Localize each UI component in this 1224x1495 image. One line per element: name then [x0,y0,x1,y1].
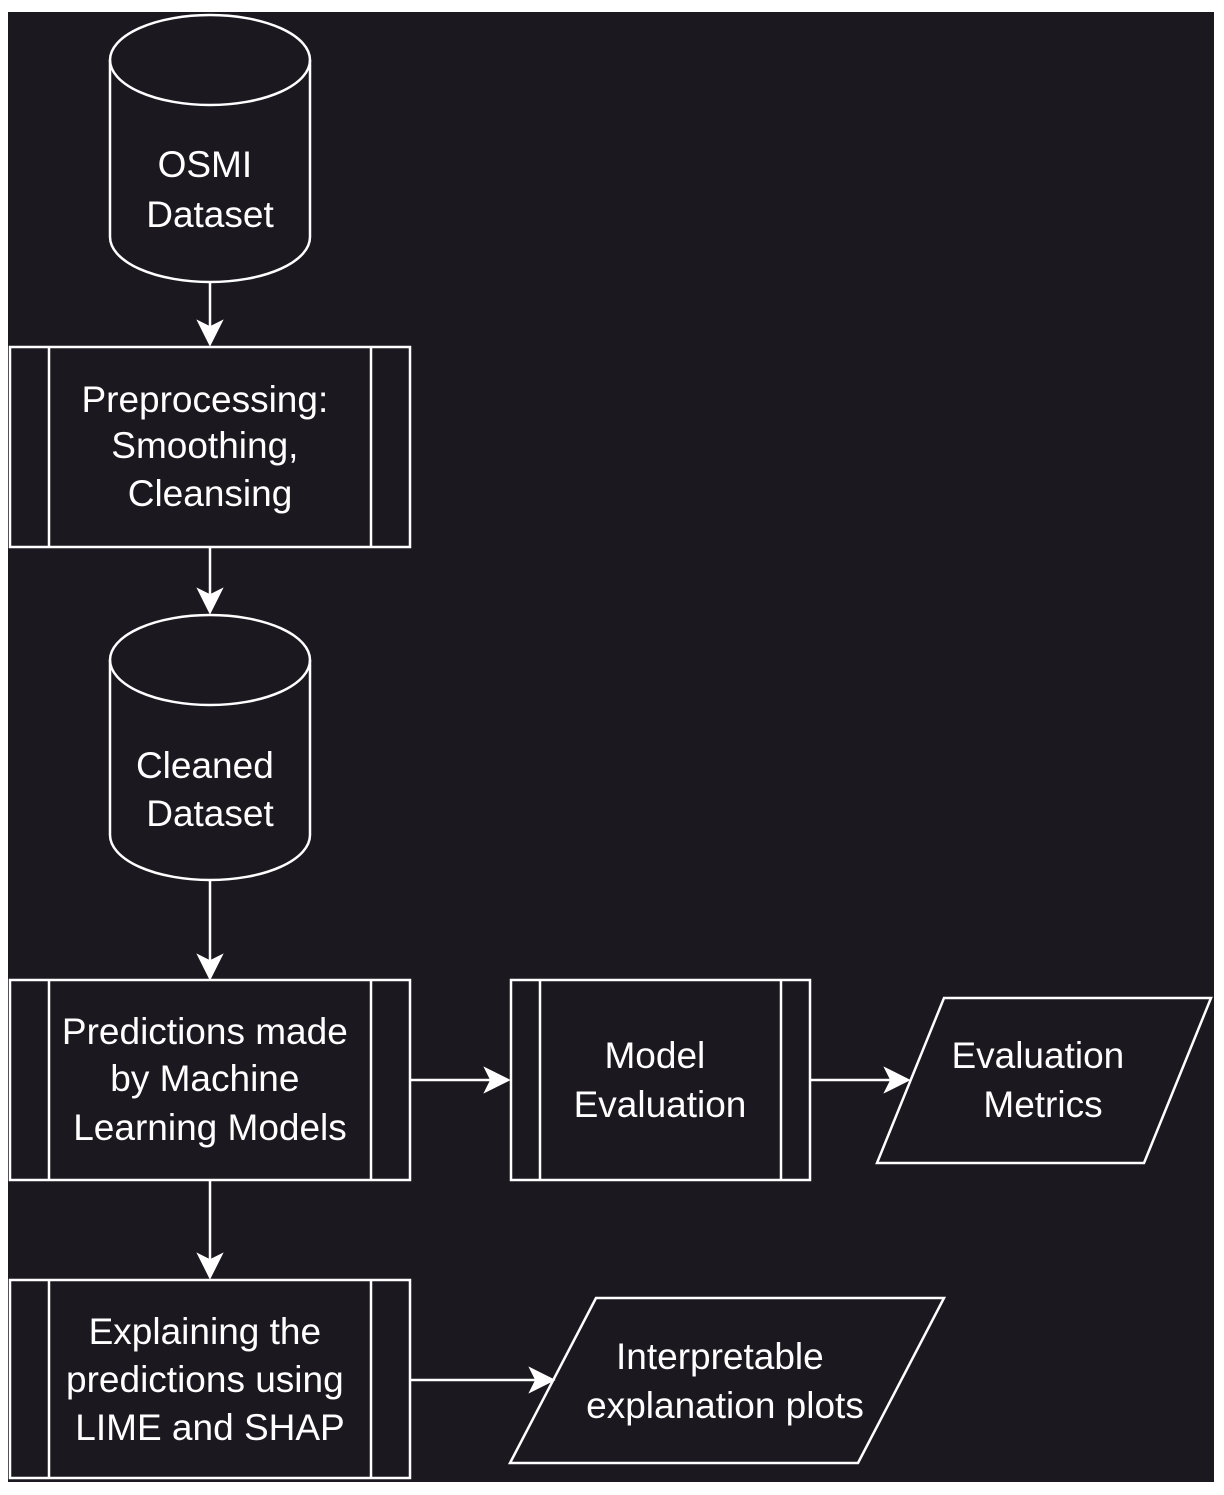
cleaned-dataset-cylinder-shape [108,613,312,882]
node-model-evaluation: Model Evaluation [509,978,812,1182]
cleaned-dataset-cylinder-rim [108,659,312,707]
osmi-dataset-label: OSMI Dataset [146,144,274,235]
preprocessing-label-line: Smoothing, [111,425,298,466]
cleaned-dataset-label-line: Cleaned [136,745,274,786]
evaluation-metrics-label-line: Evaluation [951,1035,1124,1076]
node-preprocessing: Preprocessing: Smoothing, Cleansing [8,345,412,549]
model-evaluation-label-line: Model [604,1035,705,1076]
interpretable-plots-label: Interpretable explanation plots [586,1336,864,1426]
edge-predictions-to-model-evaluation [411,1066,511,1094]
edge-osmi-to-preprocessing [196,282,224,347]
node-cleaned-dataset: Cleaned Dataset [108,613,312,882]
interpretable-plots-label-line: Interpretable [616,1336,824,1377]
interpretable-plots-label-line: explanation plots [586,1385,864,1426]
explaining-label: Explaining the predictions using LIME an… [66,1311,354,1448]
preprocessing-label: Preprocessing: Smoothing, Cleansing [81,379,338,514]
predictions-label-line: Learning Models [73,1107,347,1148]
evaluation-metrics-parallelogram [875,996,1213,1165]
explaining-label-line: Explaining the [89,1311,321,1352]
edge-predictions-to-explaining [196,1180,224,1280]
predictions-label-line: Predictions made [62,1011,348,1052]
evaluation-metrics-label-line: Metrics [983,1084,1102,1125]
osmi-dataset-label-line: Dataset [146,194,274,235]
edge-preprocessing-to-cleaned [196,548,224,615]
cleaned-dataset-label: Cleaned Dataset [136,745,284,834]
edge-cleaned-to-predictions [196,880,224,981]
node-explaining: Explaining the predictions using LIME an… [8,1278,412,1480]
edges [196,282,911,1394]
predictions-label: Predictions made by Machine Learning Mod… [62,1011,358,1148]
node-predictions: Predictions made by Machine Learning Mod… [8,978,412,1182]
predictions-box [8,978,412,1182]
model-evaluation-label: Model Evaluation [574,1035,747,1125]
model-evaluation-box [509,978,812,1182]
interpretable-plots-parallelogram [507,1296,947,1465]
preprocessing-label-line: Cleansing [128,473,293,514]
predictions-label-line: by Machine [110,1058,299,1099]
evaluation-metrics-label: Evaluation Metrics [951,1035,1134,1125]
node-evaluation-metrics: Evaluation Metrics [875,996,1213,1165]
node-osmi-dataset: OSMI Dataset [108,13,312,284]
preprocessing-box [8,345,412,549]
osmi-dataset-cylinder-rim [108,59,312,107]
edge-explaining-to-plots [411,1366,556,1394]
node-interpretable-plots: Interpretable explanation plots [507,1296,947,1465]
edge-model-evaluation-to-metrics [811,1066,911,1094]
cleaned-dataset-label-line: Dataset [146,793,274,834]
osmi-dataset-cylinder-shape [108,13,312,284]
explaining-box [8,1278,412,1480]
preprocessing-label-line: Preprocessing: [81,379,328,420]
explaining-label-line: predictions using [66,1359,344,1400]
model-evaluation-label-line: Evaluation [574,1084,747,1125]
explaining-label-line: LIME and SHAP [75,1407,344,1448]
osmi-dataset-label-line: OSMI [158,144,253,185]
